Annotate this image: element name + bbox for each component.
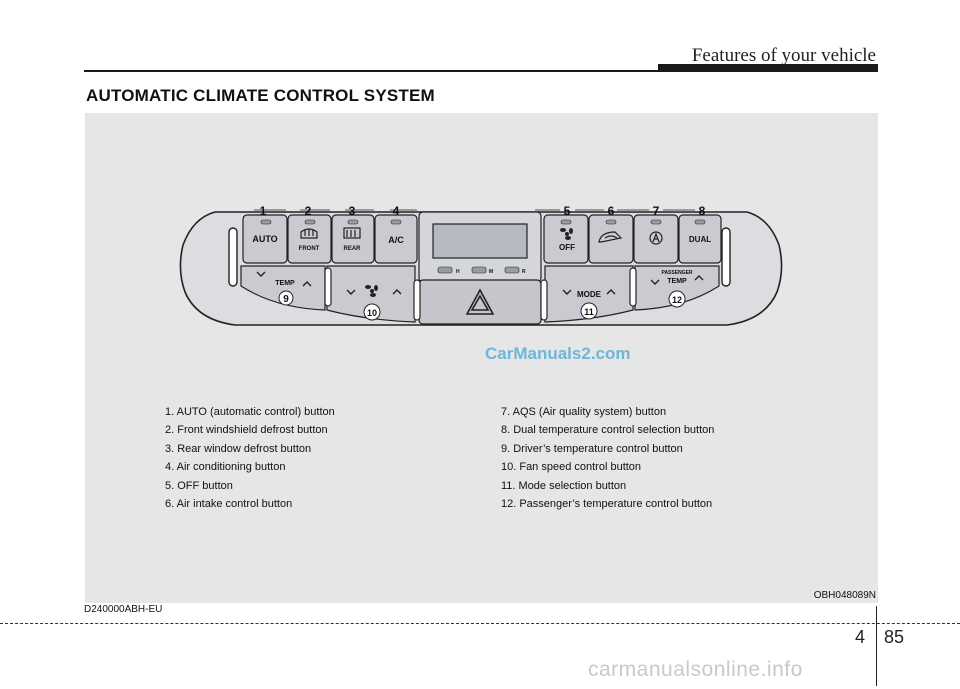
legend-item: 3. Rear window defrost button [165, 442, 312, 455]
fan-icon [560, 228, 573, 240]
footer-dashed-rule [0, 623, 960, 624]
legend-item: 11. Mode selection button [501, 479, 627, 492]
image-code: OBH048089N [813, 590, 876, 601]
fan-icon [365, 285, 378, 297]
callout-12: 12 [672, 295, 682, 305]
defrost-rear-icon [343, 227, 361, 239]
watermark-text: CarManuals2.com [485, 344, 631, 363]
legend-item: 1. AUTO (automatic control) button [165, 406, 335, 418]
passenger-label: PASSENGER [661, 270, 692, 276]
rear-label: REAR [343, 246, 361, 252]
defrost-front-icon [300, 228, 318, 239]
callout-4: 4 [393, 204, 400, 218]
callout-8: 8 [699, 204, 706, 218]
auto-label: AUTO [252, 234, 277, 244]
section-title: AUTOMATIC CLIMATE CONTROL SYSTEM [86, 86, 435, 105]
callout-9: 9 [283, 294, 289, 305]
rear-defrost-button [331, 214, 375, 264]
mode-button [544, 265, 634, 323]
legend-item: 9. Driver’s temperature control button [501, 442, 683, 455]
callout-2: 2 [305, 204, 312, 218]
climate-control-diagram: AUTO FRONT REAR A/C OFF DUAL TEMP MODE P… [179, 204, 783, 326]
ac-button [374, 214, 418, 264]
page-number-divider [876, 606, 877, 686]
air-intake-icon [598, 231, 623, 243]
legend-item: 6. Air intake control button [165, 498, 293, 511]
legend-item: 5. OFF button [165, 479, 233, 492]
dual-label: DUAL [689, 235, 711, 244]
mode-label: MODE [577, 290, 602, 299]
callout-3: 3 [349, 204, 356, 218]
passenger-temp-label: TEMP [667, 278, 687, 285]
callout-5: 5 [564, 204, 571, 218]
callout-10: 10 [367, 308, 377, 318]
legend-item: 10. Fan speed control button [501, 461, 642, 474]
auto-button [242, 214, 288, 264]
m-label: M [489, 269, 493, 275]
r-label: R [522, 269, 526, 275]
front-defrost-button [287, 214, 332, 264]
off-label: OFF [559, 243, 575, 252]
dual-button [678, 214, 722, 264]
temp-label: TEMP [275, 280, 295, 287]
legend-item: 4. Air conditioning button [165, 461, 286, 474]
legend-item: 12. Passenger’s temperature control butt… [501, 498, 713, 511]
legend-item: 7. AQS (Air quality system) button [501, 406, 667, 418]
header-bar [658, 64, 878, 72]
callout-11: 11 [584, 307, 594, 317]
aqs-icon [649, 231, 663, 245]
h-label: H [456, 269, 460, 275]
chapter-number: 4 [855, 627, 866, 647]
legend-item: 8. Dual temperature control selection bu… [501, 424, 715, 437]
chevron-up-icon [302, 275, 704, 295]
left-side-knob [228, 227, 238, 287]
header-title: Features of your vehicle [691, 45, 876, 66]
air-intake-button [588, 214, 634, 264]
callout-7: 7 [653, 204, 660, 218]
document-code: D240000ABH-EU [84, 604, 163, 615]
front-label: FRONT [299, 246, 320, 252]
legend-item: 2. Front windshield defrost button [165, 424, 328, 437]
hazard-icon [465, 288, 495, 315]
callout-6: 6 [608, 204, 615, 218]
hazard-button [418, 279, 542, 325]
ac-label: A/C [388, 235, 404, 245]
page-number: 85 [884, 627, 905, 647]
display-screen [432, 223, 528, 259]
legend-right: 7. AQS (Air quality system) button 8. Du… [501, 403, 714, 513]
footer-watermark: carmanualsonline.info [588, 658, 803, 681]
chevron-down-icon [256, 271, 660, 295]
illustration-panel [85, 113, 878, 603]
legend-left: 1. AUTO (automatic control) button 2. Fr… [165, 403, 335, 513]
right-side-knob [721, 227, 731, 287]
callout-1: 1 [260, 204, 267, 218]
header-rule [84, 70, 658, 72]
